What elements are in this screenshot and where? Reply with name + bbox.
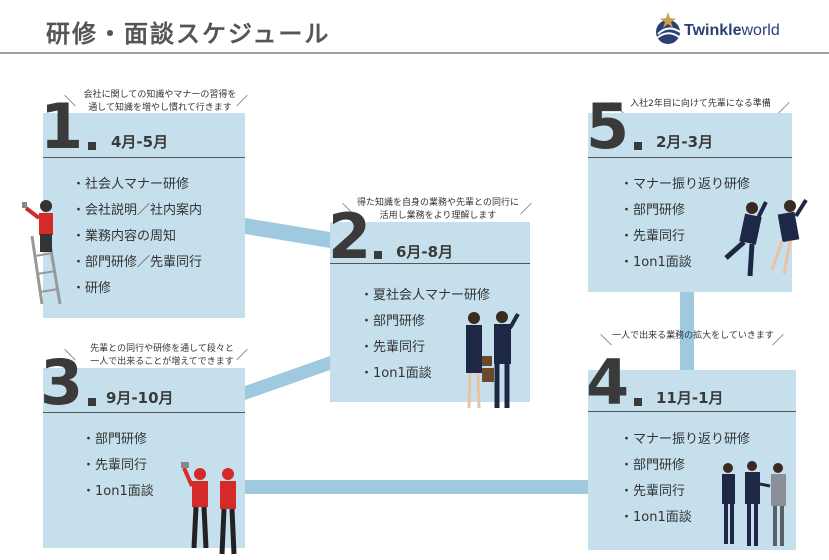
step-5-number: 5 bbox=[586, 90, 630, 163]
connector-1-2 bbox=[245, 218, 330, 248]
list-item: ・1on1面談 bbox=[620, 255, 692, 270]
workers-pair-illustration bbox=[181, 462, 237, 555]
step-2-period: 6月-8月 bbox=[396, 243, 454, 261]
step-2-items: ・夏社会人マナー研修 ・部門研修 ・先輩同行 ・1on1面談 bbox=[360, 283, 490, 387]
step-1-caption: 会社に関しての知識やマナーの習得を通して知識を増やし慣れて行きます bbox=[83, 90, 237, 113]
step-2-number: 2 bbox=[328, 200, 372, 273]
step-5-caption: 入社2年目に向けて先輩になる準備 bbox=[630, 99, 771, 109]
caption-slash: ／ bbox=[772, 333, 785, 347]
step-1-number: 1 bbox=[40, 90, 84, 163]
list-item: ・部門研修 bbox=[620, 203, 686, 218]
list-item: ・業務内容の周知 bbox=[72, 229, 177, 244]
business-pair-illustration bbox=[466, 311, 520, 409]
list-item: ・先輩同行 bbox=[620, 484, 686, 499]
caption-slash: ／ bbox=[520, 202, 533, 216]
list-item: ・社会人マナー研修 bbox=[72, 177, 190, 192]
step-4-dot bbox=[634, 398, 642, 406]
step-5-items: ・マナー振り返り研修 ・部門研修 ・先輩同行 ・1on1面談 bbox=[620, 172, 750, 276]
list-item: ・部門研修 bbox=[620, 458, 686, 473]
step-3-card bbox=[43, 368, 245, 548]
jumping-pair-illustration bbox=[724, 198, 808, 277]
list-item: ・1on1面談 bbox=[620, 510, 692, 525]
caption-slash: ＼ bbox=[64, 348, 77, 362]
step-2-dot bbox=[374, 251, 382, 259]
page-title: 研修・面談スケジュール bbox=[46, 20, 331, 48]
connector-4-5 bbox=[680, 292, 694, 370]
caption-slash: ／ bbox=[236, 348, 249, 362]
list-item: ・先輩同行 bbox=[360, 340, 426, 355]
list-item: ・先輩同行 bbox=[82, 458, 148, 473]
step-4-card bbox=[588, 370, 796, 550]
step-1-card bbox=[43, 113, 245, 318]
caption-slash: ／ bbox=[236, 94, 249, 108]
connector-2-3 bbox=[245, 356, 330, 400]
worker-ladder-illustration bbox=[22, 200, 62, 305]
step-3-dot bbox=[88, 398, 96, 406]
list-item: ・夏社会人マナー研修 bbox=[360, 288, 491, 303]
caption-slash: ＼ bbox=[612, 101, 625, 115]
caption-slash: ／ bbox=[778, 101, 791, 115]
step-4-period: 11月-1月 bbox=[656, 389, 724, 407]
list-item: ・部門研修／先輩同行 bbox=[72, 255, 203, 270]
caption-slash: ＼ bbox=[600, 333, 613, 347]
step-4-number: 4 bbox=[586, 346, 630, 419]
caption-slash: ＼ bbox=[64, 94, 77, 108]
header-divider bbox=[0, 52, 829, 54]
list-item: ・マナー振り返り研修 bbox=[620, 432, 751, 447]
list-item: ・先輩同行 bbox=[620, 229, 686, 244]
step-5-dot bbox=[634, 142, 642, 150]
step-3-number: 3 bbox=[40, 346, 84, 419]
twinkleworld-logo-icon bbox=[656, 12, 681, 44]
connector-3-4 bbox=[245, 480, 588, 494]
step-2-caption: 得た知識を自身の業務や先輩との同行に活用し業務をより理解します bbox=[357, 198, 519, 221]
step-1-dot bbox=[88, 142, 96, 150]
list-item: ・部門研修 bbox=[82, 432, 148, 447]
list-item: ・部門研修 bbox=[360, 314, 426, 329]
list-item: ・1on1面談 bbox=[82, 484, 154, 499]
list-item: ・研修 bbox=[72, 281, 112, 296]
caption-slash: ＼ bbox=[342, 202, 355, 216]
logo-text: Twinkleworld bbox=[684, 22, 780, 39]
step-4-items: ・マナー振り返り研修 ・部門研修 ・先輩同行 ・1on1面談 bbox=[620, 427, 750, 531]
step-3-items: ・部門研修 ・先輩同行 ・1on1面談 bbox=[82, 427, 154, 505]
step-3-caption: 先輩との同行や研修を通して段々と一人で出来ることが増えてできます bbox=[90, 344, 234, 367]
step-3-period: 9月-10月 bbox=[106, 389, 174, 407]
step-1-period: 4月-5月 bbox=[111, 133, 169, 151]
step-4-caption: 一人で出来る業務の拡大をしていきます bbox=[612, 331, 774, 341]
list-item: ・マナー振り返り研修 bbox=[620, 177, 751, 192]
list-item: ・会社説明／社内案内 bbox=[72, 203, 203, 218]
step-5-card bbox=[588, 113, 792, 292]
meeting-group-illustration bbox=[722, 461, 786, 546]
step-1-items: ・社会人マナー研修 ・会社説明／社内案内 ・業務内容の周知 ・部門研修／先輩同行… bbox=[72, 172, 202, 302]
step-5-period: 2月-3月 bbox=[656, 133, 714, 151]
list-item: ・1on1面談 bbox=[360, 366, 432, 381]
